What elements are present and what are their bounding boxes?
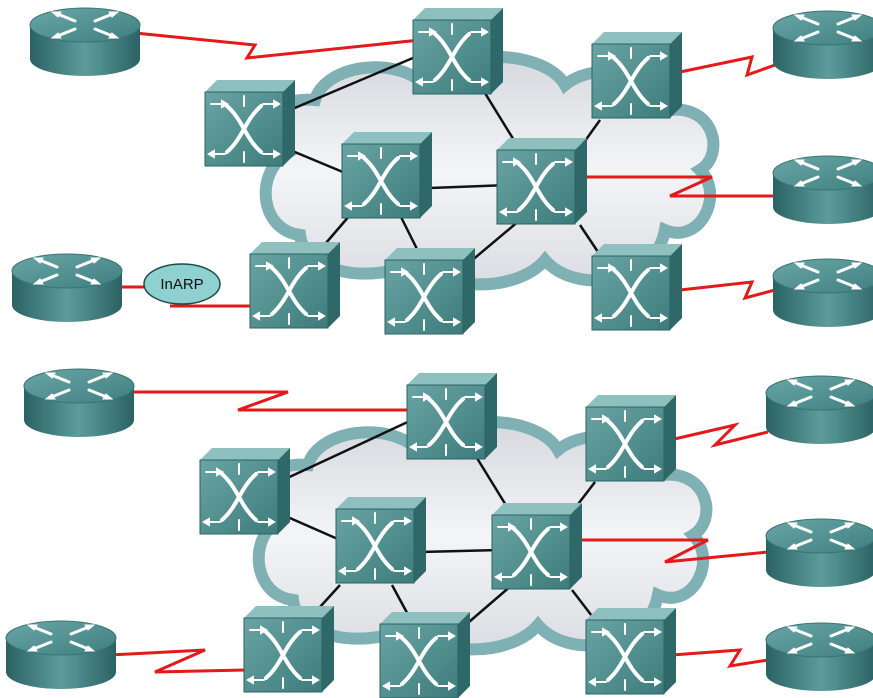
trunk-link bbox=[289, 53, 421, 112]
diagram-bottom bbox=[4, 367, 873, 698]
trunk-link bbox=[282, 513, 341, 542]
wan-link bbox=[585, 175, 775, 198]
wan-link bbox=[109, 648, 246, 674]
router-icon bbox=[771, 9, 873, 81]
frame-relay-switch-icon bbox=[411, 6, 505, 96]
frame-relay-switch-icon bbox=[198, 446, 292, 536]
router-icon bbox=[764, 374, 873, 446]
frame-relay-switch-icon bbox=[378, 610, 472, 698]
inarp-label: InARP bbox=[160, 276, 203, 293]
frame-relay-switch-icon bbox=[590, 30, 684, 120]
wan-link bbox=[671, 648, 769, 668]
trunk-link bbox=[461, 584, 513, 629]
frame-relay-switch-icon bbox=[334, 495, 428, 585]
inarp-badge: InARP bbox=[143, 263, 221, 305]
router-icon bbox=[22, 367, 136, 439]
frame-relay-switch-icon bbox=[203, 78, 297, 168]
wan-link bbox=[134, 31, 421, 60]
trunk-link bbox=[469, 219, 521, 263]
frame-relay-switch-icon bbox=[490, 501, 584, 591]
frame-relay-switch-icon bbox=[242, 604, 336, 694]
wan-link bbox=[679, 280, 776, 301]
wan-link bbox=[128, 390, 412, 412]
trunk-link bbox=[419, 548, 501, 554]
frame-relay-switch-icon bbox=[405, 371, 499, 461]
frame-relay-switch-icon bbox=[495, 136, 589, 226]
router-icon bbox=[28, 6, 142, 78]
frame-relay-switch-icon bbox=[584, 393, 678, 483]
frame-relay-switch-icon bbox=[383, 246, 477, 336]
frame-relay-switch-icon bbox=[340, 130, 434, 220]
diagram-top: InARP bbox=[10, 6, 873, 336]
wan-link bbox=[679, 55, 776, 78]
frame-relay-switch-icon bbox=[590, 242, 684, 332]
router-icon bbox=[764, 621, 873, 693]
links-top bbox=[118, 31, 776, 308]
frame-relay-switch-icon bbox=[248, 240, 342, 330]
trunk-link bbox=[289, 148, 351, 177]
trunk-link bbox=[282, 418, 413, 482]
router-icon bbox=[764, 517, 873, 589]
router-icon bbox=[771, 154, 873, 226]
wan-link bbox=[580, 538, 769, 564]
router-icon bbox=[10, 252, 124, 324]
trunk-link bbox=[578, 224, 602, 256]
wan-link bbox=[669, 422, 769, 448]
frame-relay-switch-icon bbox=[584, 606, 678, 696]
router-icon bbox=[771, 257, 873, 329]
router-icon bbox=[4, 619, 118, 691]
